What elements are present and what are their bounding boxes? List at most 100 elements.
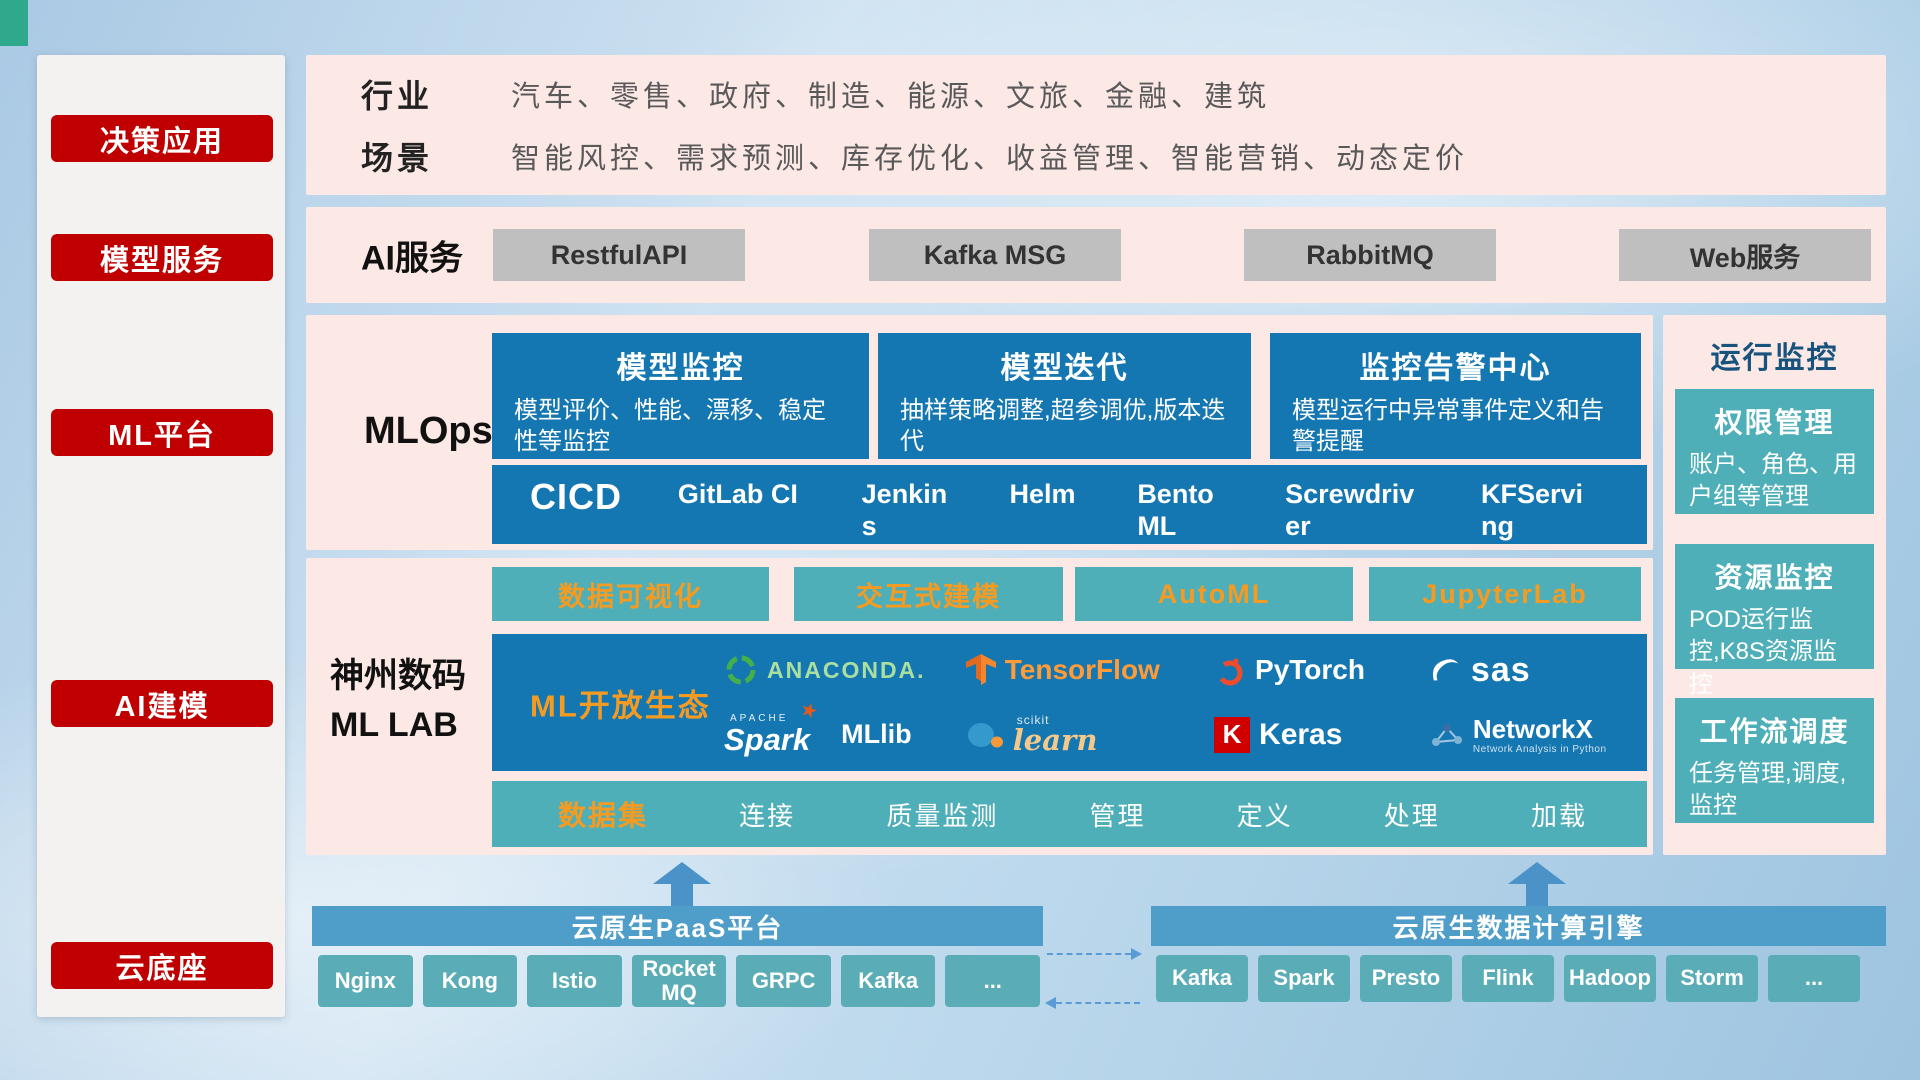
cicd-bar: CICD GitLab CI Jenkins Helm BentoML Scre… (492, 465, 1647, 544)
spark-wordmark: APACHE Spark ★ (724, 698, 821, 758)
ml-lab-label: 神州数码 ML LAB (330, 652, 466, 751)
dashed-arrow-right (1047, 948, 1142, 960)
kong-chip[interactable]: Kong (422, 955, 518, 1007)
web-service-button[interactable]: Web服务 (1619, 229, 1871, 281)
mlops-panel: MLOps 模型监控 模型评价、性能、漂移、稳定性等监控 模型迭代 抽样策略调整… (306, 315, 1653, 550)
ml-open-ecosystem-panel: ML开放生态 ANACONDA. TensorFlow (492, 634, 1647, 771)
ml-ecosystem-label: ML开放生态 (530, 688, 711, 723)
card-desc: 模型评价、性能、漂移、稳定性等监控 (514, 397, 826, 456)
anaconda-text: ANACONDA. (767, 656, 926, 683)
ml-lab-name-line1: 神州数码 (330, 657, 466, 695)
scenario-row: 场景 智能风控、需求预测、库存优化、收益管理、智能营销、动态定价 (306, 133, 1886, 179)
jupyterlab-button[interactable]: JupyterLab (1369, 567, 1641, 621)
networkx-icon (1431, 723, 1462, 746)
rabbitmq-button[interactable]: RabbitMQ (1244, 229, 1496, 281)
tensorflow-text: TensorFlow (1004, 654, 1160, 686)
dataset-item-process: 处理 (1383, 800, 1440, 831)
more-paas-chip[interactable]: ... (945, 955, 1041, 1007)
kafka-engine-chip[interactable]: Kafka (1156, 955, 1248, 1002)
grpc-chip[interactable]: GRPC (736, 955, 831, 1007)
runtime-monitor-panel: 运行监控 权限管理 账户、角色、用户组等管理 资源监控 POD运行监控,K8S资… (1663, 315, 1886, 855)
engine-components-row: Kafka Spark Presto Flink Hadoop Storm ..… (1156, 955, 1860, 1002)
industry-values: 汽车、零售、政府、制造、能源、文旅、金融、建筑 (511, 81, 1271, 113)
card-title: 资源监控 (1714, 562, 1835, 593)
dataset-item-connect: 连接 (739, 800, 796, 831)
cicd-item-kfserving: KFServing (1480, 479, 1584, 542)
cicd-item-gitlab-ci: GitLab CI (677, 479, 798, 509)
networkx-wordmark: NetworkX Network Analysis in Python (1473, 715, 1607, 755)
dashed-arrow-left (1045, 997, 1140, 1009)
spark-mllib-logo: APACHE Spark ★ MLlib (724, 698, 966, 758)
sas-icon (1432, 659, 1459, 681)
istio-chip[interactable]: Istio (527, 955, 622, 1007)
resource-monitor-card: 资源监控 POD运行监控,K8S资源监控 (1675, 544, 1874, 698)
card-desc: 账户、角色、用户组等管理 (1689, 451, 1857, 511)
dataset-bar: 数据集 连接 质量监测 管理 定义 处理 加载 (492, 781, 1647, 847)
flink-chip[interactable]: Flink (1462, 955, 1554, 1002)
dataset-title: 数据集 (558, 800, 649, 831)
scikit-learn-wordmark: scikit learn (1013, 714, 1098, 755)
presto-chip[interactable]: Presto (1360, 955, 1452, 1002)
spark-text: Spark (724, 722, 811, 758)
tensorflow-logo: TensorFlow (965, 654, 1214, 686)
scenario-values: 智能风控、需求预测、库存优化、收益管理、智能营销、动态定价 (511, 143, 1469, 175)
more-engine-chip[interactable]: ... (1768, 955, 1860, 1002)
networkx-logo: NetworkX Network Analysis in Python (1430, 715, 1635, 755)
kafka-chip[interactable]: Kafka (840, 955, 936, 1007)
data-visualization-button[interactable]: 数据可视化 (492, 567, 769, 621)
hadoop-chip[interactable]: Hadoop (1564, 955, 1656, 1002)
paas-platform-bar: 云原生PaaS平台 (312, 906, 1043, 946)
card-title: 权限管理 (1714, 407, 1835, 438)
dataset-item-define: 定义 (1236, 800, 1293, 831)
keras-logo: K Keras (1214, 716, 1430, 753)
up-arrow-engine (1508, 862, 1566, 907)
paas-components-row: Nginx Kong Istio RocketMQ GRPC Kafka ... (318, 955, 1041, 1007)
permission-mgmt-card: 权限管理 账户、角色、用户组等管理 (1675, 389, 1874, 514)
pytorch-icon (1217, 658, 1243, 686)
spark-star-icon: ★ (797, 698, 822, 725)
card-title: 监控告警中心 (1359, 352, 1552, 385)
scikit-learn-icon (967, 722, 1003, 748)
rocketmq-chip[interactable]: RocketMQ (631, 955, 727, 1007)
ml-lab-panel: 神州数码 ML LAB 数据可视化 交互式建模 AutoML JupyterLa… (306, 558, 1653, 855)
nginx-chip[interactable]: Nginx (318, 955, 413, 1007)
restfulapi-button[interactable]: RestfulAPI (493, 229, 745, 281)
card-desc: POD运行监控,K8S资源监控 (1689, 606, 1838, 698)
pytorch-text: PyTorch (1255, 654, 1365, 686)
automl-button[interactable]: AutoML (1075, 567, 1353, 621)
cicd-item-jenkins: Jenkins (861, 479, 948, 542)
kafka-msg-button[interactable]: Kafka MSG (869, 229, 1121, 281)
keras-icon: K (1214, 716, 1251, 753)
sidebar-item-cloud-base[interactable]: 云底座 (51, 942, 273, 989)
spark-chip[interactable]: Spark (1258, 955, 1350, 1002)
sidebar-item-ai-modeling[interactable]: AI建模 (51, 680, 273, 727)
learn-text: learn (1012, 723, 1098, 758)
scenario-label: 场景 (361, 140, 434, 176)
scikit-learn-logo: scikit learn (966, 714, 1214, 755)
sidebar-item-decision-apps[interactable]: 决策应用 (51, 115, 273, 162)
runtime-monitor-title: 运行监控 (1710, 342, 1839, 375)
mllib-text: MLlib (841, 719, 912, 750)
industry-row: 行业 汽车、零售、政府、制造、能源、文旅、金融、建筑 (306, 71, 1886, 117)
card-desc: 模型运行中异常事件定义和告警提醒 (1292, 397, 1604, 456)
sas-text: sas (1470, 650, 1531, 689)
cicd-item-screwdriver: Screwdriver (1285, 479, 1415, 542)
storm-chip[interactable]: Storm (1666, 955, 1758, 1002)
mlops-label: MLOps (364, 410, 493, 452)
networkx-text: NetworkX (1472, 713, 1593, 744)
card-title: 模型迭代 (1000, 352, 1129, 385)
industry-label: 行业 (361, 78, 434, 114)
ai-service-label: AI服务 (361, 239, 463, 278)
dataset-item-manage: 管理 (1089, 800, 1146, 831)
card-title: 工作流调度 (1699, 716, 1850, 747)
sidebar-item-model-service[interactable]: 模型服务 (51, 234, 273, 281)
up-arrow-paas (653, 862, 711, 907)
data-engine-bar: 云原生数据计算引擎 (1151, 906, 1886, 946)
ecosystem-logo-grid: ANACONDA. TensorFlow PyTorch (724, 638, 1635, 767)
cicd-title: CICD (530, 476, 622, 517)
networkx-subtitle: Network Analysis in Python (1472, 743, 1607, 755)
sidebar-item-ml-platform[interactable]: ML平台 (51, 409, 273, 456)
interactive-modeling-button[interactable]: 交互式建模 (794, 567, 1063, 621)
tensorflow-icon (965, 654, 996, 686)
